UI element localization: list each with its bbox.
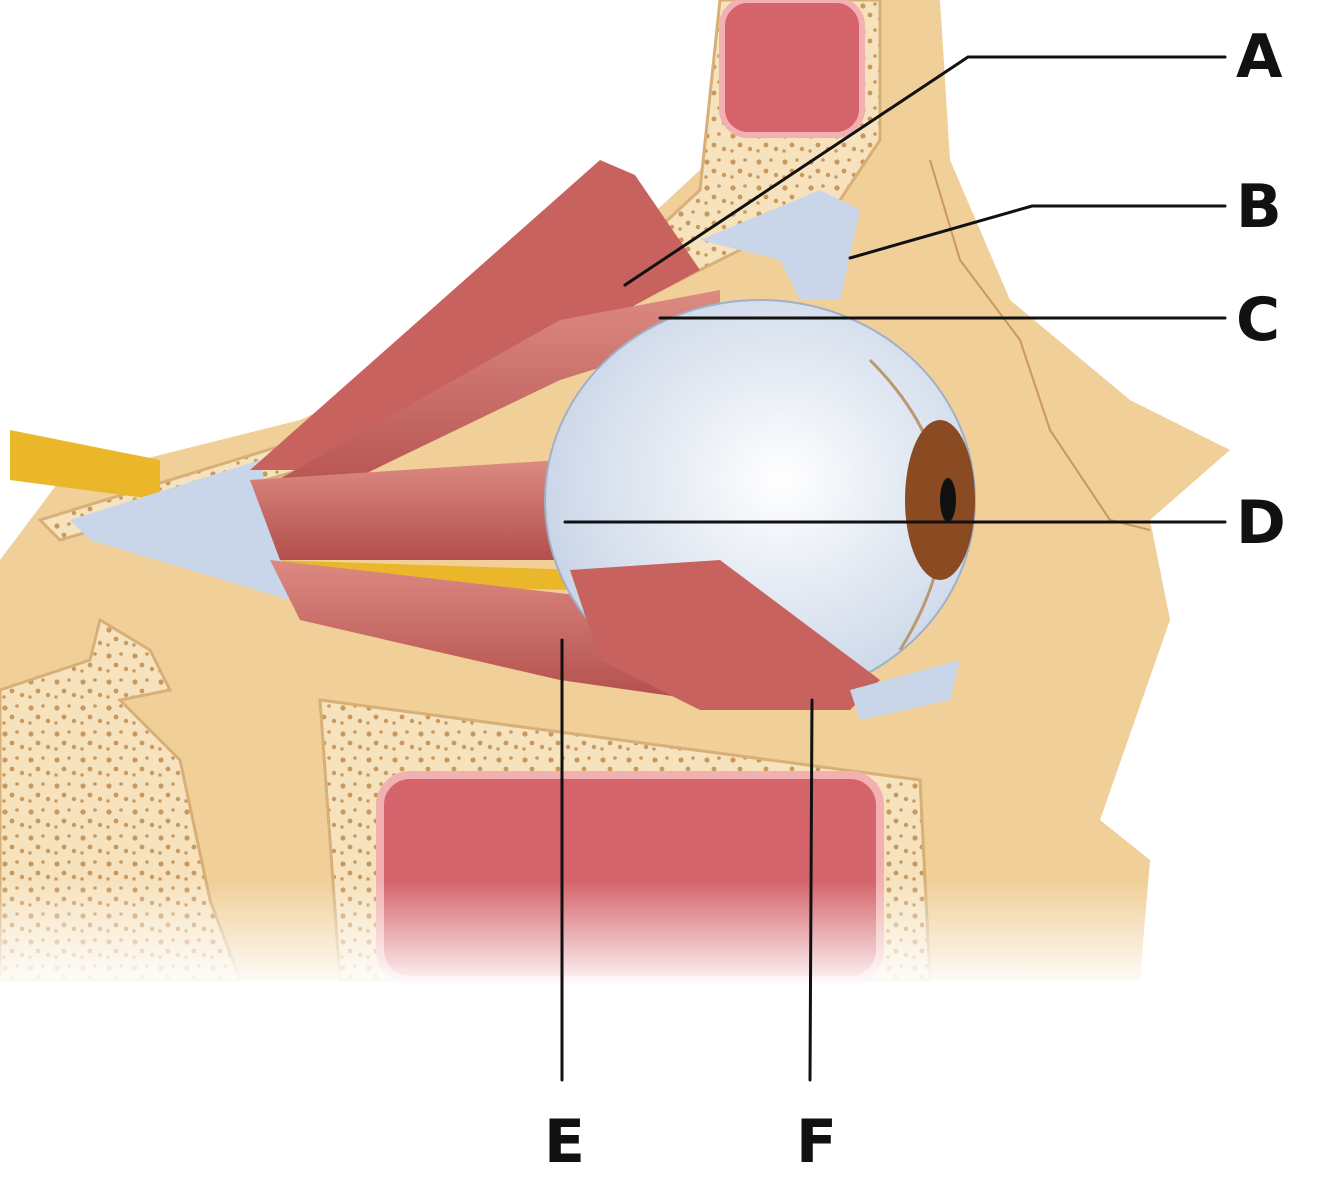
- label-c: C: [1236, 285, 1280, 355]
- superior-rectus: [260, 290, 720, 510]
- trochlea: [700, 190, 860, 300]
- leader-line-f: [808, 698, 814, 1082]
- label-a: A: [1236, 22, 1283, 92]
- frontal-sinus: [719, 0, 865, 138]
- inferior-oblique-tendon: [850, 660, 960, 720]
- inferior-rectus: [270, 560, 700, 700]
- labels: A B C D E F: [544, 22, 1286, 1177]
- fade-overlay: [0, 880, 1339, 990]
- label-e: E: [544, 1107, 585, 1177]
- leader-line-b: [848, 204, 1227, 260]
- label-d: D: [1236, 488, 1286, 558]
- label-b: B: [1236, 172, 1282, 242]
- lateral-rectus: [250, 460, 640, 560]
- leader-line-a: [623, 55, 1227, 287]
- tendinous-ring: [70, 460, 290, 600]
- leader-lines: [560, 55, 1227, 1082]
- inferior-oblique: [570, 560, 880, 710]
- pupil: [940, 478, 956, 522]
- levator-muscle: [250, 160, 700, 470]
- optic-nerve: [10, 430, 160, 500]
- label-f: F: [796, 1107, 837, 1177]
- anatomy-illustration: [0, 0, 1339, 990]
